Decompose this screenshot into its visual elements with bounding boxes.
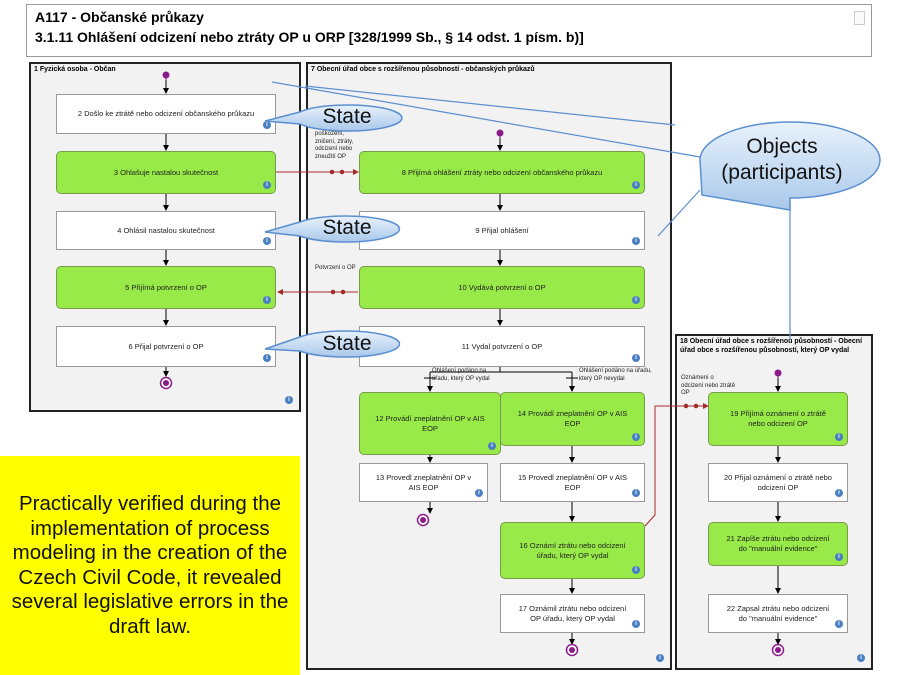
state-node-6[interactable]: 6 Přijal potvrzení o OP i <box>56 326 276 367</box>
info-icon[interactable]: i <box>263 121 271 129</box>
page-icon <box>854 11 865 25</box>
info-icon[interactable]: i <box>263 354 271 362</box>
activity-node-8[interactable]: 8 Přijímá ohlášení ztráty nebo odcizení … <box>359 151 645 194</box>
node-label: 17 Oznámil ztrátu nebo odcizení OP úřadu… <box>518 603 627 623</box>
node-label: 10 Vydává potvrzení o OP <box>458 282 546 292</box>
state-callout-label: State <box>322 216 372 239</box>
node-label: 19 Přijímá oznámení o ztrátě nebo odcize… <box>730 409 826 428</box>
lane-title: 1 Fyzická osoba - Občan <box>34 66 116 73</box>
node-label: 3 Ohlašuje nastalou skutečnost <box>113 167 219 177</box>
info-icon[interactable]: i <box>857 654 865 662</box>
end-event-core <box>420 517 426 523</box>
diagram-title: A117 - Občanské průkazy <box>35 9 204 25</box>
node-label: 6 Přijal potvrzení o OP <box>128 341 204 351</box>
activity-node-21[interactable]: 21 Zapíše ztrátu nebo odcizení do "manuá… <box>708 522 848 566</box>
info-icon[interactable]: i <box>632 433 640 441</box>
message-dot <box>329 169 335 175</box>
branch-label: Ohlášení podáno na úřadu, který OP vydal <box>432 368 490 382</box>
objects-callout <box>699 121 881 211</box>
info-icon[interactable]: i <box>835 620 843 628</box>
message-dot <box>340 289 346 295</box>
info-icon[interactable]: i <box>632 181 640 189</box>
diagram-header: A117 - Občanské průkazy 3.1.11 Ohlášení … <box>26 4 872 57</box>
lane-title: 18 Obecní úřad obce s rozšířenou působno… <box>680 338 863 354</box>
info-icon[interactable]: i <box>263 181 271 189</box>
state-callout-label: State <box>322 332 372 355</box>
info-icon[interactable]: i <box>835 553 843 561</box>
branch-label: Ohlášení podáno na úřadu, který OP nevyd… <box>579 368 652 382</box>
node-label: 21 Zapíše ztrátu nebo odcizení do "manuá… <box>726 534 830 553</box>
node-label: 16 Oznámí ztrátu nebo odcizení úřadu, kt… <box>519 540 626 560</box>
node-label: 12 Provádí zneplatnění OP v AIS EOP <box>375 413 485 433</box>
state-node-15[interactable]: 15 Provedl zneplatnění OP v AIS EOP i <box>500 463 645 502</box>
callout-pointer <box>304 85 676 126</box>
callout-pointer <box>271 81 701 158</box>
state-node-2[interactable]: 2 Došlo ke ztrátě nebo odcizení občanské… <box>56 94 276 134</box>
node-label: 20 Přijal oznámení o ztrátě nebo odcizen… <box>724 472 832 492</box>
info-icon[interactable]: i <box>488 442 496 450</box>
activity-node-14[interactable]: 14 Provádí zneplatnění OP v AIS EOP i <box>500 392 645 446</box>
end-events <box>159 376 785 657</box>
info-icon[interactable]: i <box>632 296 640 304</box>
info-icon[interactable]: i <box>263 237 271 245</box>
activity-node-5[interactable]: 5 Přijímá potvrzení o OP i <box>56 266 276 309</box>
node-label: 13 Provedl zneplatnění OP v AIS EOP <box>375 472 472 492</box>
node-label: 11 Vydal potvrzení o OP <box>461 341 543 351</box>
node-label: 8 Přijímá ohlášení ztráty nebo odcizení … <box>401 167 603 177</box>
info-icon[interactable]: i <box>475 489 483 497</box>
message-flow <box>644 403 709 527</box>
state-callout-3 <box>264 330 401 358</box>
state-node-22[interactable]: 22 Zapsal ztrátu nebo odcizení do "manuá… <box>708 594 848 633</box>
node-label: 5 Přijímá potvrzení o OP <box>125 282 207 292</box>
node-label: 2 Došlo ke ztrátě nebo odcizení občanské… <box>77 109 255 118</box>
info-icon[interactable]: i <box>285 396 293 404</box>
activity-node-12[interactable]: 12 Provádí zneplatnění OP v AIS EOP i <box>359 392 501 455</box>
state-node-17[interactable]: 17 Oznámil ztrátu nebo odcizení OP úřadu… <box>500 594 645 633</box>
info-icon[interactable]: i <box>632 237 640 245</box>
lane-title: 7 Obecní úřad obce s rozšířenou působnos… <box>311 66 535 73</box>
state-callout-2 <box>264 215 401 243</box>
state-node-11[interactable]: 11 Vydal potvrzení o OP i <box>359 326 645 367</box>
state-node-4[interactable]: 4 Ohlásil nastalou skutečnost i <box>56 211 276 250</box>
node-label: 14 Provádí zneplatnění OP v AIS EOP <box>517 409 628 428</box>
state-node-20[interactable]: 20 Přijal oznámení o ztrátě nebo odcizen… <box>708 463 848 502</box>
end-event-core <box>163 380 169 386</box>
info-icon[interactable]: i <box>835 433 843 441</box>
objects-callout-label: Objects (participants) <box>721 135 843 184</box>
node-label: 22 Zapsal ztrátu nebo odcizení do "manuá… <box>726 603 830 623</box>
info-icon[interactable]: i <box>632 566 640 574</box>
info-icon[interactable]: i <box>632 354 640 362</box>
message-dot <box>693 403 699 409</box>
node-label: 4 Ohlásil nastalou skutečnost <box>117 225 215 235</box>
message-dot <box>683 403 689 409</box>
end-event-core <box>775 647 781 653</box>
activity-node-19[interactable]: 19 Přijímá oznámení o ztrátě nebo odcize… <box>708 392 848 446</box>
note-box: Practically verified during the implemen… <box>0 456 300 675</box>
info-icon[interactable]: i <box>632 489 640 497</box>
diagram-subtitle: 3.1.11 Ohlášení odcizení nebo ztráty OP … <box>35 29 584 45</box>
end-event-core <box>569 647 575 653</box>
message-label: poškození, zničení, ztráty, odcizení neb… <box>315 131 354 160</box>
activity-node-10[interactable]: 10 Vydává potvrzení o OP i <box>359 266 645 309</box>
activity-node-3[interactable]: 3 Ohlašuje nastalou skutečnost i <box>56 151 276 194</box>
activity-node-16[interactable]: 16 Oznámí ztrátu nebo odcizení úřadu, kt… <box>500 522 645 579</box>
message-dot <box>339 169 345 175</box>
message-dot <box>330 289 336 295</box>
info-icon[interactable]: i <box>632 620 640 628</box>
node-label: 9 Přijal ohlášení <box>475 225 529 235</box>
message-label: Potvrzení o OP <box>315 265 356 271</box>
message-label: Oznámení o odcizení nebo ztrátě OP <box>681 375 736 396</box>
info-icon[interactable]: i <box>656 654 664 662</box>
node-label: 15 Provedl zneplatnění OP v AIS EOP <box>517 472 628 492</box>
info-icon[interactable]: i <box>835 489 843 497</box>
info-icon[interactable]: i <box>263 296 271 304</box>
callout-pointer <box>657 189 701 237</box>
state-callout-label: State <box>322 105 372 128</box>
state-node-9[interactable]: 9 Přijal ohlášení i <box>359 211 645 250</box>
state-callout-1 <box>264 104 403 132</box>
